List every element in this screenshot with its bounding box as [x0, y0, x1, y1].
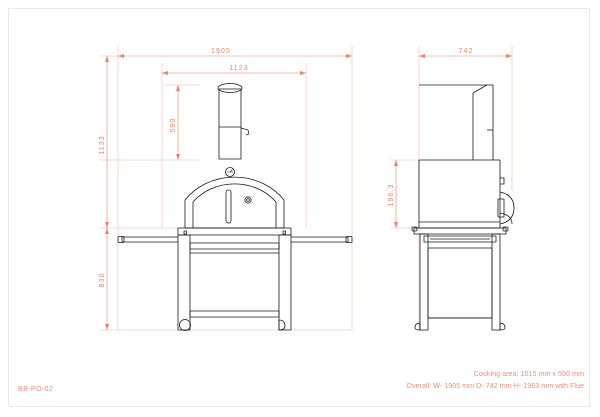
note-overall-dimensions: Overall: W- 1905 mm D- 742 mm H- 1963 mm…	[406, 381, 584, 390]
door-latch-center-icon	[246, 198, 250, 202]
door-handle	[225, 189, 232, 224]
note-cooking-area: Cooking area: 1015 mm x 550 mm	[474, 369, 584, 378]
side-shelf-end-right	[502, 226, 509, 232]
stand-left-leg	[177, 234, 191, 331]
front-view-arrowheads	[105, 54, 352, 330]
side-view-geometry	[411, 84, 515, 331]
leg-fixing-left	[183, 230, 187, 235]
side-stand-left-leg	[419, 233, 429, 331]
side-counter-slab	[413, 227, 507, 235]
oven-dome-inner	[192, 183, 277, 228]
left-shelf-end-cap	[117, 236, 125, 243]
dim-label-stand-height: 830	[99, 273, 106, 288]
door-latch-icon	[244, 196, 252, 204]
oven-dome-outer	[184, 176, 285, 228]
side-view-dimensions	[390, 46, 513, 330]
side-view-arrowheads	[394, 54, 512, 228]
front-view-geometry	[117, 83, 353, 331]
stand-right-leg	[278, 234, 292, 331]
right-shelf-arm	[291, 236, 349, 243]
right-shelf-end-cap	[345, 236, 353, 243]
stand-lower-shelf	[189, 310, 280, 318]
dim-label-body-depth-height: 196.3	[388, 183, 395, 206]
side-door-handle	[497, 198, 505, 218]
side-flue	[472, 84, 494, 160]
leg-fixing-right	[282, 230, 286, 235]
side-shelf-end-left	[411, 226, 418, 232]
dim-label-chimney-height: 590	[170, 118, 177, 133]
stand-upper-rail	[189, 242, 280, 250]
dim-label-overall-depth: 742	[459, 48, 474, 55]
side-foot-right	[499, 322, 506, 331]
side-door-curve	[499, 191, 515, 225]
side-stand-panel	[427, 247, 493, 319]
damper-lever-icon	[240, 127, 250, 136]
side-door-curve-lower	[499, 212, 513, 225]
dial-needle-icon	[226, 169, 234, 173]
castor-wheel-left	[179, 319, 191, 331]
dim-label-oven-upper-height: 1133	[99, 135, 106, 154]
left-shelf-arm	[121, 236, 178, 243]
foot-right	[278, 319, 286, 331]
chimney-cap	[217, 83, 243, 93]
dim-label-oven-body-width: 1123	[229, 65, 248, 72]
counter-slab	[177, 227, 292, 236]
thermometer-dial-icon	[225, 167, 235, 177]
side-stand-right-leg	[491, 233, 501, 331]
side-foot-left	[414, 322, 421, 331]
drawing-code-label: BB-PO-02	[18, 384, 53, 393]
side-oven-body	[418, 159, 501, 229]
chimney-stack	[218, 88, 242, 160]
sheet-border	[8, 8, 590, 407]
side-shelf-rail	[423, 235, 497, 243]
side-hinge-upper	[500, 177, 505, 185]
dim-label-overall-width: 1905	[211, 48, 231, 55]
